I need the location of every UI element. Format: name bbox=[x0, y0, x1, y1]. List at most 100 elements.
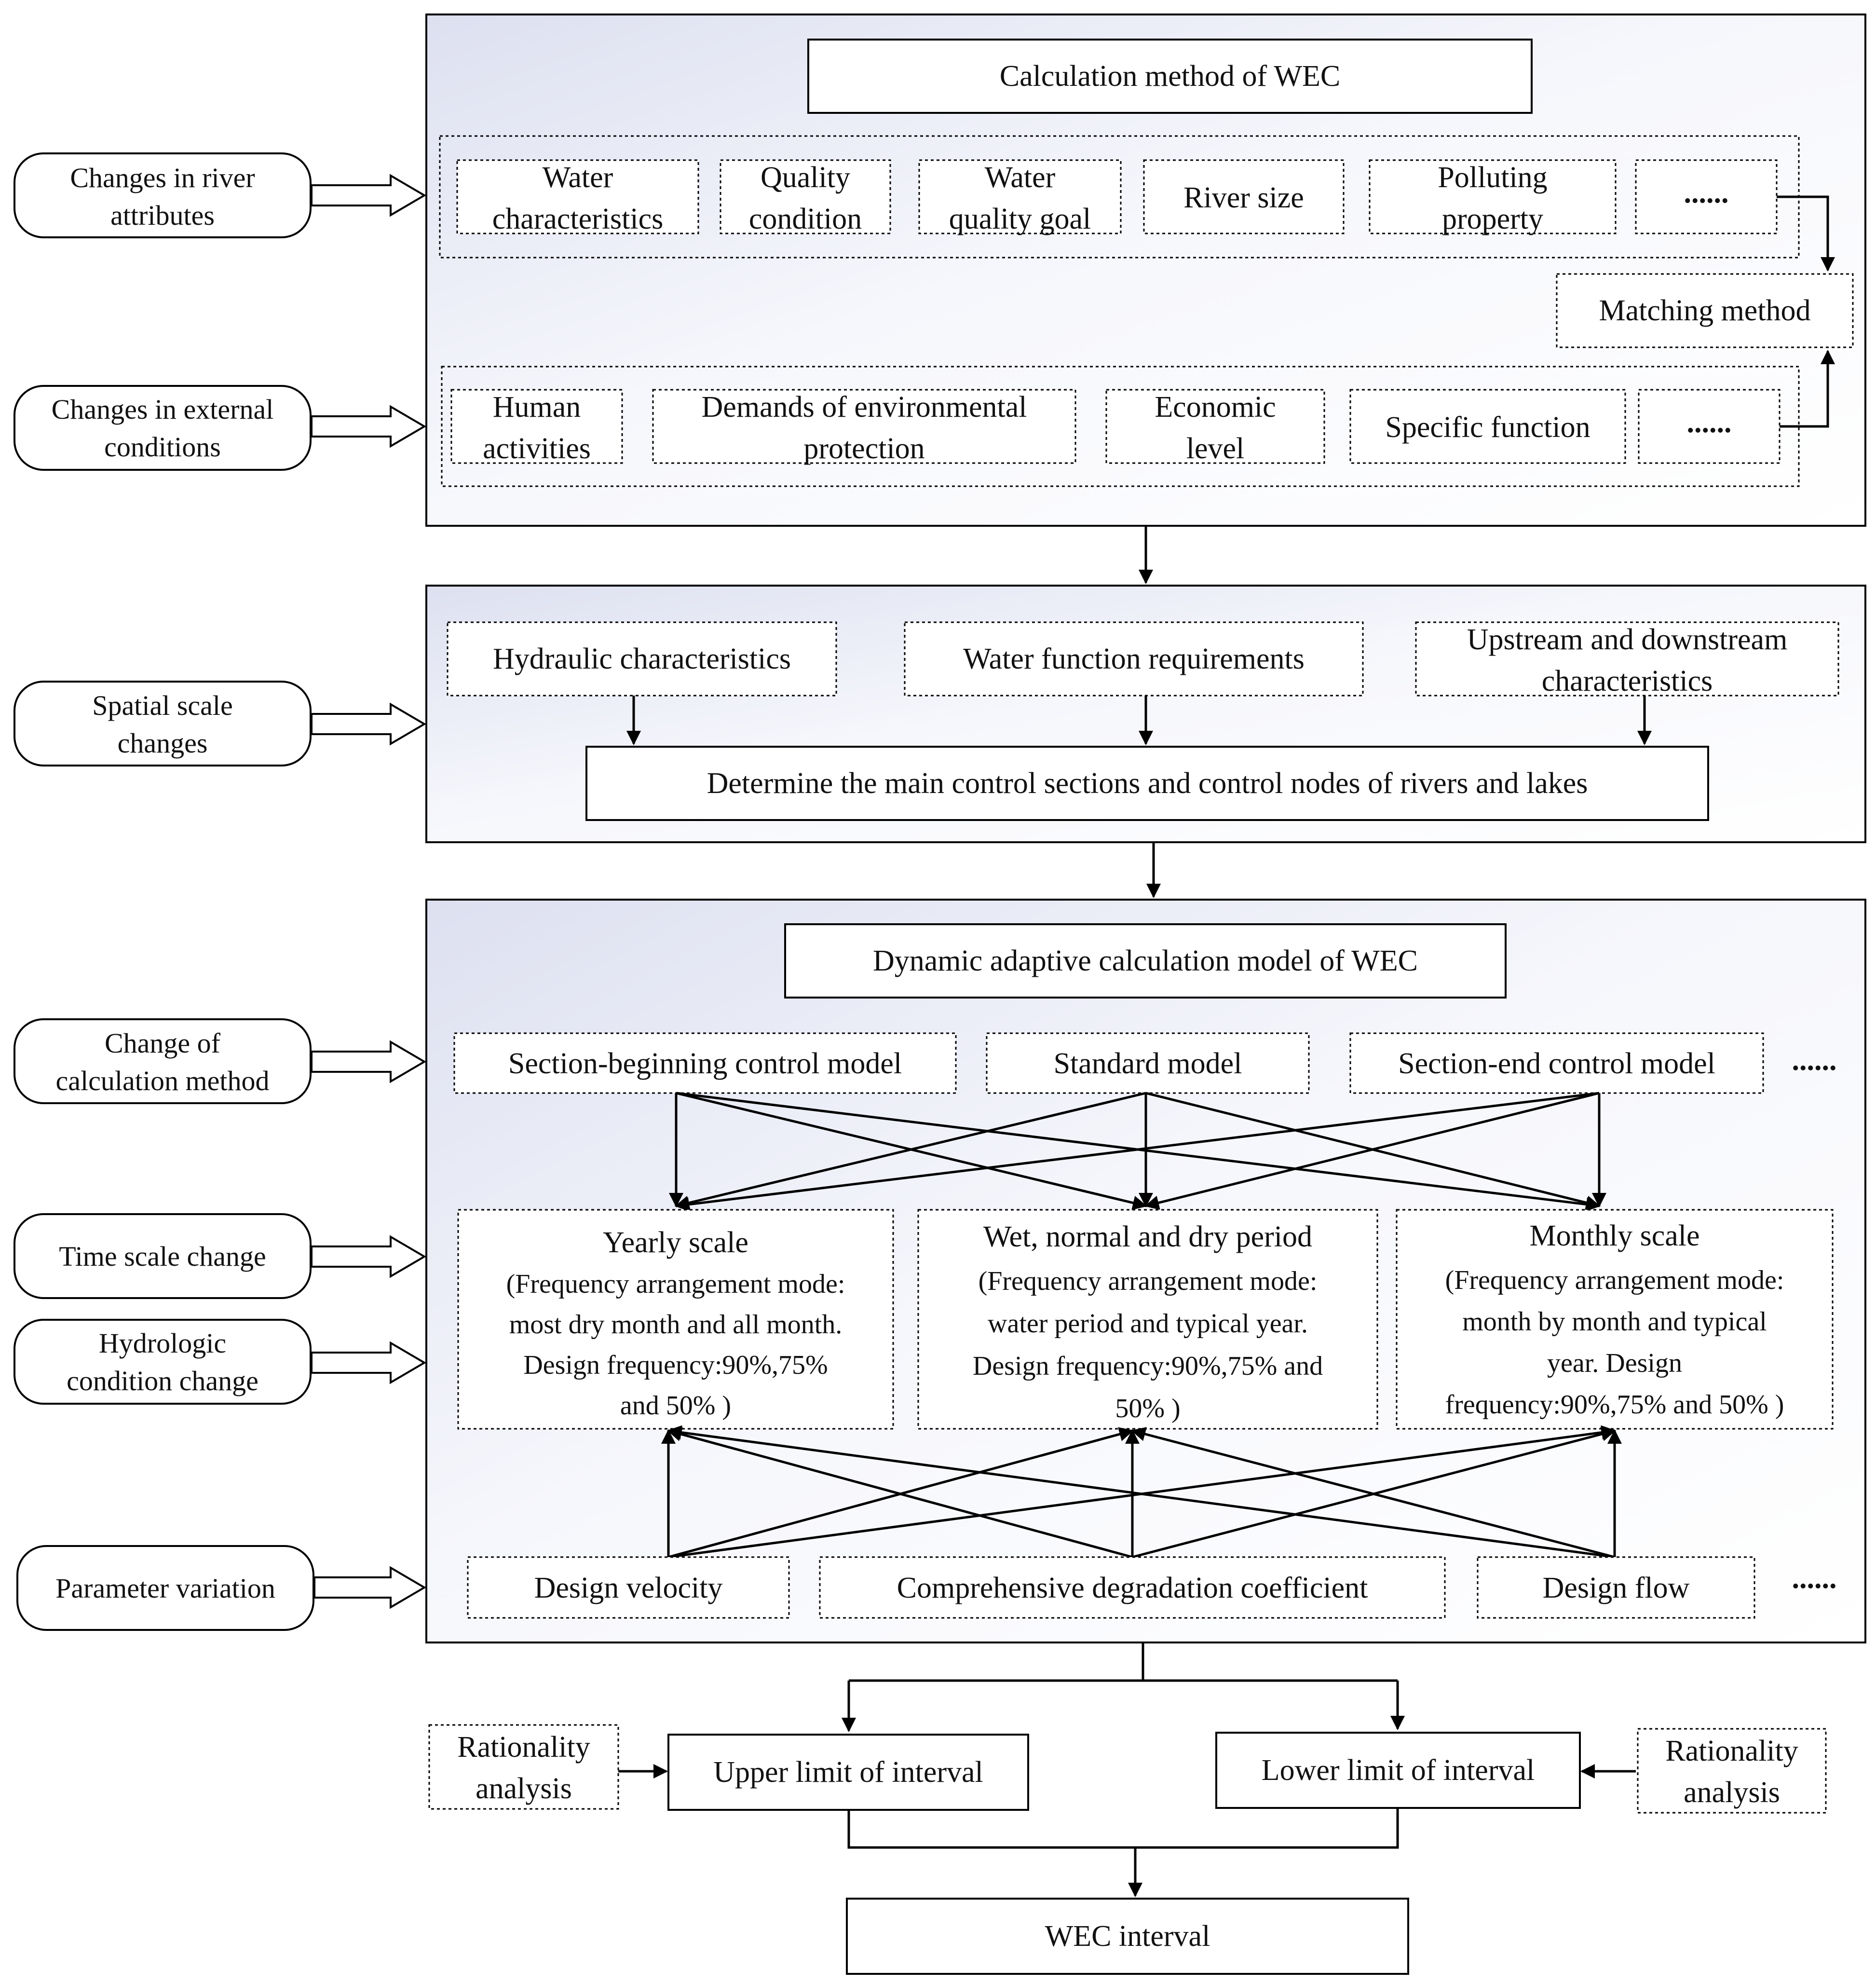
criterion-hydraulic bbox=[447, 621, 837, 697]
input-arrow-spatial-scale bbox=[311, 702, 426, 746]
factor-water-quality-goal-line-1: Water bbox=[985, 161, 1056, 194]
side-input-parameter-variation: Parameter variation bbox=[16, 1545, 314, 1631]
scale-yearly-line-3: most dry month and all month. bbox=[509, 1310, 843, 1340]
factor-environmental-protection bbox=[652, 389, 1076, 464]
upper-limit-box bbox=[667, 1734, 1029, 1811]
scale-wet-normal-dry-line-2: (Frequency arrangement mode: bbox=[979, 1266, 1318, 1296]
factor-external-more bbox=[1638, 389, 1781, 464]
rationality-analysis-right-line-1: Rationality bbox=[1665, 1735, 1798, 1767]
factor-water-quality-goal bbox=[918, 159, 1122, 234]
factor-environmental-protection-line-1: Demands of environmental bbox=[702, 391, 1027, 424]
factor-specific-function bbox=[1349, 389, 1626, 464]
side-input-external-conditions: Changes in external conditions bbox=[14, 385, 312, 471]
param-degradation-coefficient bbox=[819, 1556, 1446, 1619]
side-input-calculation-method: Change of calculation method bbox=[14, 1018, 312, 1104]
side-input-hydrologic-condition-line-2: condition change bbox=[67, 1365, 258, 1396]
side-input-time-scale-line-1: Time scale change bbox=[59, 1241, 266, 1272]
side-input-spatial-scale: Spatial scale changes bbox=[14, 681, 312, 766]
factor-quality-condition-line-2: condition bbox=[749, 203, 862, 235]
connector-bounds-merge bbox=[847, 1809, 1399, 1849]
factor-polluting-property-line-1: Polluting bbox=[1438, 161, 1547, 194]
link-flow-to-wet-normal-dry bbox=[1131, 1427, 1615, 1559]
side-input-spatial-scale-line-2: changes bbox=[118, 727, 208, 759]
criterion-hydraulic-label: Hydraulic characteristics bbox=[493, 643, 791, 675]
factor-economic-level-line-2: level bbox=[1186, 432, 1245, 465]
scale-yearly-line-5: and 50% ) bbox=[620, 1391, 731, 1421]
factor-water-characteristics bbox=[456, 159, 699, 234]
scale-yearly-title: Yearly scale bbox=[603, 1226, 748, 1259]
dynamic-model-title: Dynamic adaptive calculation model of WE… bbox=[873, 944, 1418, 977]
input-arrow-hydrologic-condition bbox=[311, 1341, 426, 1384]
factor-river-size bbox=[1143, 159, 1345, 234]
scale-monthly-line-5: frequency:90%,75% and 50% ) bbox=[1445, 1390, 1784, 1420]
side-input-calculation-method-line-1: Change of bbox=[105, 1027, 221, 1059]
scale-monthly-box bbox=[1396, 1209, 1834, 1430]
link-standard-to-yearly bbox=[675, 1092, 1146, 1210]
wec-method-title-box bbox=[807, 39, 1533, 114]
matching-method-label: Matching method bbox=[1599, 294, 1810, 327]
link-degradation-to-yearly bbox=[667, 1427, 1133, 1559]
input-arrow-external-conditions bbox=[311, 405, 426, 448]
scale-yearly-line-4: Design frequency:90%,75% bbox=[523, 1350, 828, 1380]
upper-limit-label: Upper limit of interval bbox=[713, 1756, 983, 1789]
factor-economic-level bbox=[1105, 389, 1325, 464]
scale-yearly-line-2: (Frequency arrangement mode: bbox=[506, 1269, 845, 1299]
input-arrow-parameter-variation bbox=[313, 1566, 426, 1609]
input-arrow-river-attributes bbox=[311, 174, 426, 217]
rationality-analysis-left-box bbox=[428, 1724, 619, 1810]
factor-external-more-label: ...... bbox=[1687, 406, 1732, 439]
param-design-velocity-label: Design velocity bbox=[534, 1572, 723, 1604]
side-input-river-attributes-line-2: attributes bbox=[110, 200, 215, 231]
rationality-analysis-left-line-2: analysis bbox=[476, 1772, 572, 1805]
factor-economic-level-line-1: Economic bbox=[1155, 391, 1276, 424]
scale-yearly-box bbox=[457, 1209, 894, 1430]
model-standard-label: Standard model bbox=[1054, 1047, 1242, 1080]
factor-river-size-label: River size bbox=[1183, 181, 1304, 214]
link-end-to-yearly bbox=[675, 1092, 1600, 1212]
link-flow-to-yearly bbox=[667, 1425, 1615, 1559]
external-factors-group bbox=[441, 366, 1800, 487]
criterion-upstream-downstream-line-1: Upstream and downstream bbox=[1467, 623, 1788, 656]
side-input-parameter-variation-line-1: Parameter variation bbox=[55, 1573, 275, 1604]
lower-limit-label: Lower limit of interval bbox=[1262, 1754, 1535, 1787]
criterion-upstream-downstream bbox=[1415, 621, 1839, 697]
model-section-beginning bbox=[453, 1032, 957, 1094]
side-input-external-conditions-line-2: conditions bbox=[104, 431, 221, 463]
model-standard bbox=[986, 1032, 1310, 1094]
side-input-hydrologic-condition: Hydrologic condition change bbox=[14, 1319, 312, 1405]
wec-method-title: Calculation method of WEC bbox=[1000, 60, 1341, 93]
rationality-analysis-right-box bbox=[1637, 1728, 1827, 1814]
scale-wet-normal-dry-title: Wet, normal and dry period bbox=[983, 1220, 1312, 1253]
model-section-end bbox=[1349, 1032, 1764, 1094]
model-section-beginning-label: Section-beginning control model bbox=[508, 1047, 902, 1080]
connector-panel3-to-bounds bbox=[849, 1643, 1398, 1682]
factor-environmental-protection-line-2: protection bbox=[803, 432, 924, 465]
lower-limit-box bbox=[1215, 1732, 1581, 1809]
scale-wet-normal-dry-line-5: 50% ) bbox=[1115, 1394, 1180, 1423]
connector-river-to-matching bbox=[1777, 195, 1835, 272]
scale-wet-normal-dry-box bbox=[917, 1209, 1378, 1430]
factor-human-activities bbox=[450, 389, 623, 464]
side-input-hydrologic-condition-line-1: Hydrologic bbox=[99, 1327, 226, 1359]
factor-more-label: ...... bbox=[1684, 177, 1729, 209]
rationality-analysis-left-line-1: Rationality bbox=[457, 1731, 590, 1764]
side-input-time-scale: Time scale change bbox=[14, 1213, 312, 1299]
models-more-label: ...... bbox=[1792, 1044, 1837, 1077]
scale-monthly-line-4: year. Design bbox=[1547, 1348, 1682, 1378]
side-input-external-conditions-line-1: Changes in external bbox=[52, 394, 274, 425]
criterion-water-function-label: Water function requirements bbox=[963, 643, 1305, 675]
scale-monthly-line-3: month by month and typical bbox=[1462, 1307, 1767, 1337]
connector-external-to-matching bbox=[1780, 350, 1835, 428]
factor-polluting-property-line-2: property bbox=[1442, 203, 1543, 235]
param-degradation-coefficient-label: Comprehensive degradation coefficient bbox=[897, 1572, 1368, 1604]
factor-polluting-property bbox=[1369, 159, 1617, 234]
side-input-calculation-method-line-2: calculation method bbox=[56, 1065, 270, 1096]
scale-monthly-title: Monthly scale bbox=[1530, 1219, 1700, 1252]
factor-specific-function-label: Specific function bbox=[1385, 411, 1590, 444]
factor-human-activities-line-1: Human bbox=[493, 391, 581, 424]
rationality-analysis-right-line-2: analysis bbox=[1684, 1776, 1780, 1809]
factor-water-characteristics-line-2: characteristics bbox=[492, 203, 664, 235]
side-input-spatial-scale-line-1: Spatial scale bbox=[92, 690, 233, 721]
link-end-to-wet-normal-dry bbox=[1144, 1092, 1600, 1210]
